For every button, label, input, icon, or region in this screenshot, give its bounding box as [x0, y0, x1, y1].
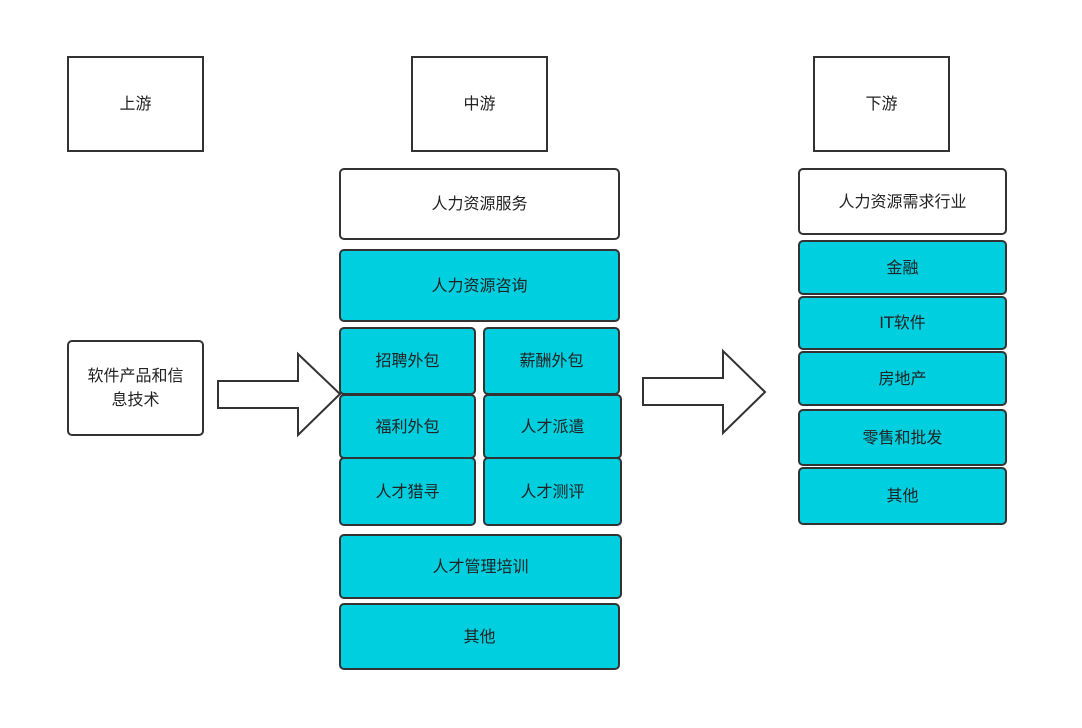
staffing-dispatch-node: 人才派遣 — [483, 394, 622, 459]
industry-finance-node: 金融 — [798, 240, 1007, 295]
arrow-upstream-to-midstream-icon — [217, 351, 342, 438]
industry-other-node: 其他 — [798, 467, 1007, 525]
recruitment-outsourcing-node: 招聘外包 — [339, 327, 476, 395]
benefits-outsourcing-node: 福利外包 — [339, 394, 476, 459]
talent-training-node: 人才管理培训 — [339, 534, 622, 599]
payroll-outsourcing-node: 薪酬外包 — [483, 327, 620, 395]
industry-real-estate-node: 房地产 — [798, 351, 1007, 406]
midstream-other-node: 其他 — [339, 603, 620, 670]
headhunting-node: 人才猎寻 — [339, 457, 476, 526]
industry-it-software-node: IT软件 — [798, 296, 1007, 350]
downstream-header: 下游 — [813, 56, 950, 152]
arrow-midstream-to-downstream-icon — [642, 348, 767, 436]
upstream-software-it-node: 软件产品和信息技术 — [67, 340, 204, 436]
talent-assessment-node: 人才测评 — [483, 457, 622, 526]
hr-consulting-node: 人力资源咨询 — [339, 249, 620, 322]
industry-retail-wholesale-node: 零售和批发 — [798, 409, 1007, 466]
hr-demand-industries-node: 人力资源需求行业 — [798, 168, 1007, 235]
midstream-header: 中游 — [411, 56, 548, 152]
upstream-header: 上游 — [67, 56, 204, 152]
hr-services-node: 人力资源服务 — [339, 168, 620, 240]
